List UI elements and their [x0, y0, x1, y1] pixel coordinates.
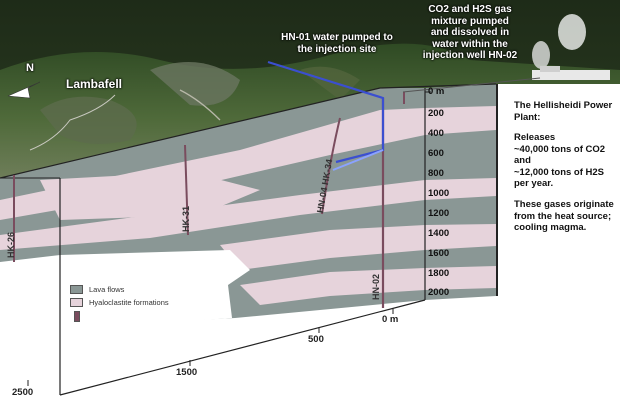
- block-outline: [0, 83, 497, 179]
- legend-text: Lava flows: [89, 285, 125, 294]
- legend-swatch: [70, 298, 83, 307]
- water-pipeline-branch: [332, 149, 384, 171]
- depth-label: 1000: [428, 188, 450, 199]
- terrain-patch: [300, 66, 360, 100]
- well-hn-04-pipe: [321, 117, 341, 215]
- legend-text: Hyaloclastite formations: [89, 298, 169, 307]
- depth-label: 400: [428, 128, 444, 139]
- info-releases-line: ~40,000 tons of CO2: [514, 143, 606, 155]
- info-releases-line: per year.: [514, 178, 554, 190]
- gas-pipeline: [402, 77, 541, 93]
- terrain-patch: [40, 96, 137, 144]
- hyaloclastite-layer: [220, 225, 425, 270]
- side-hyaloclastite: [425, 224, 496, 250]
- cutaway-area: [60, 250, 250, 330]
- hyaloclastite-layer: [0, 180, 425, 250]
- side-hyaloclastite: [425, 266, 496, 290]
- info-origin: These gases originate from the heat sour…: [514, 199, 614, 234]
- legend-swatch: [74, 311, 80, 322]
- depth-label: 2000: [428, 287, 450, 298]
- power-plant-building: [540, 66, 560, 72]
- hyaloclastite-layer: [240, 268, 425, 305]
- info-releases: Releases ~40,000 tons of CO2 and ~12,000…: [514, 132, 620, 190]
- info-panel: The Hellisheidi Power Plant: Releases ~4…: [496, 84, 620, 296]
- well-label-hn-02: HN-02: [371, 273, 381, 300]
- power-plant-building: [532, 70, 610, 80]
- north-label: N: [26, 62, 34, 74]
- legend-item-well: [70, 311, 89, 322]
- distance-label: 500: [308, 334, 324, 345]
- legend-item-lava: Lava flows: [70, 285, 124, 294]
- depth-label: 600: [428, 148, 444, 159]
- gas-note-line: and dissolved in: [430, 27, 510, 38]
- side-hyaloclastite: [425, 106, 496, 135]
- depth-label: 800: [428, 168, 444, 179]
- gas-note-line: injection well HN-02: [422, 50, 518, 61]
- distance-label: 2500: [12, 387, 34, 398]
- road: [179, 89, 221, 121]
- gas-note-line: water within the: [432, 38, 508, 50]
- water-pipeline: [267, 60, 385, 164]
- hyaloclastite-layer: [40, 172, 260, 220]
- info-releases-line: and: [514, 155, 531, 167]
- road: [29, 94, 116, 151]
- depth-label: 0 m: [428, 86, 445, 97]
- well-hk-31-pipe: [184, 144, 189, 236]
- depth-label: 1400: [428, 228, 450, 239]
- info-releases-line: ~12,000 tons of H2S: [514, 166, 605, 178]
- gas-note-line: CO2 and H2S gas: [428, 4, 512, 15]
- depth-label: 1600: [428, 248, 450, 259]
- water-note: HN-01 water pumped to the injection site: [281, 32, 393, 55]
- steam-plume: [532, 41, 550, 69]
- distance-label: 0 m: [382, 314, 399, 325]
- steam-plume: [558, 14, 586, 50]
- info-releases-line: Releases: [514, 132, 556, 144]
- legend-item-hyalo: Hyaloclastite formations: [70, 298, 169, 307]
- cutaway-area: [0, 255, 60, 330]
- info-title: The Hellisheidi Power Plant:: [514, 100, 613, 123]
- depth-label: 1200: [428, 208, 450, 219]
- terrain-patch: [150, 62, 240, 106]
- gas-note-line: mixture pumped: [431, 15, 509, 27]
- depth-label: 1800: [428, 268, 450, 279]
- well-label-hk-31: HK-31: [181, 205, 191, 232]
- legend-swatch: [70, 285, 83, 294]
- gas-note: CO2 and H2S gas mixture pumped and disso…: [410, 4, 530, 62]
- north-arrow-icon: [7, 81, 41, 99]
- distance-label: 1500: [176, 367, 198, 378]
- distance-axis-line: [59, 299, 426, 396]
- place-label: Lambafell: [66, 77, 123, 91]
- side-hyaloclastite: [425, 178, 496, 200]
- well-label-hk-26: HK-26: [6, 231, 16, 258]
- depth-label: 200: [428, 108, 444, 119]
